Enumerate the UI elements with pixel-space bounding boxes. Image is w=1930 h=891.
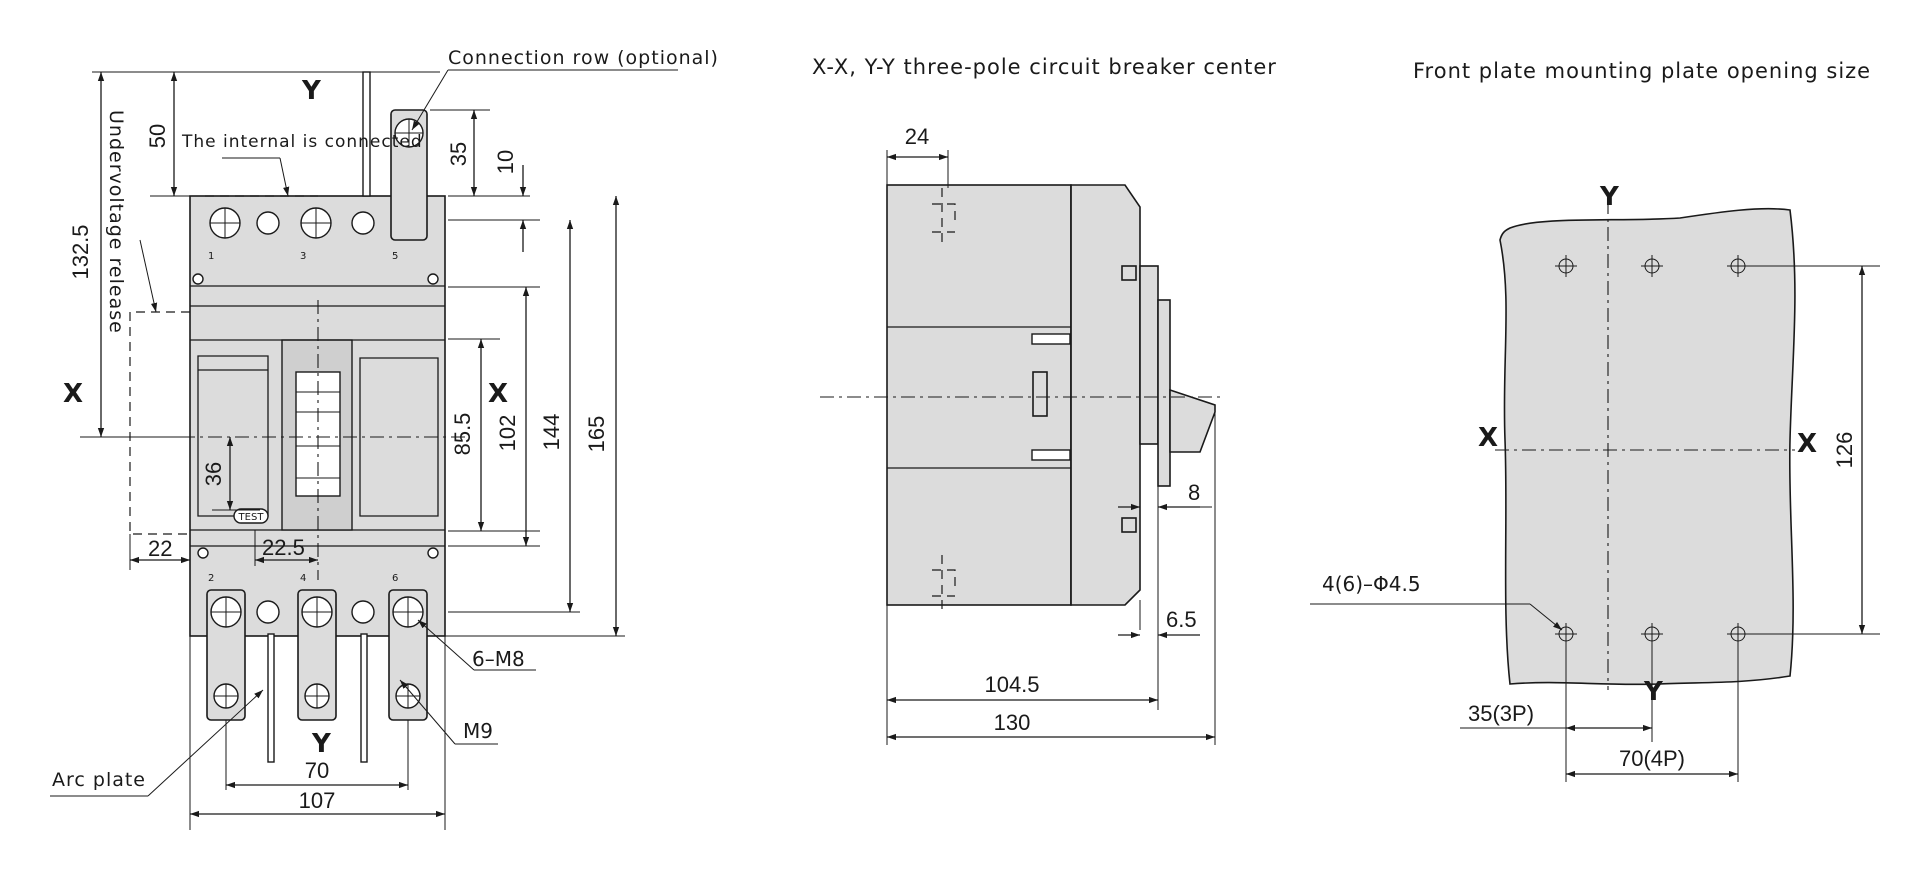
- dim-24: 24: [905, 124, 929, 149]
- title-panel-cutout: Front plate mounting plate opening size: [1413, 59, 1871, 83]
- callout-internal-connected: The internal is connected: [181, 132, 423, 152]
- top-terminals: [209, 71, 428, 241]
- dim-70-4p: 70(4P): [1619, 746, 1685, 771]
- axis-y-label: Y: [1599, 182, 1620, 212]
- mounting-plate: [1499, 207, 1796, 686]
- dim-35: 35: [446, 142, 471, 166]
- callout-mounting-holes: 4(6)–Φ4.5: [1322, 572, 1421, 596]
- axis-y-label: Y: [311, 729, 332, 759]
- terminal-number: 6: [392, 573, 398, 584]
- callout-undervoltage-release: Undervoltage release: [105, 110, 127, 334]
- dim-22-5: 22.5: [262, 535, 305, 560]
- dim-132-5: 132.5: [68, 224, 93, 279]
- dim-144: 144: [539, 414, 564, 451]
- axis-y-label: Y: [301, 76, 322, 106]
- dim-107: 107: [299, 788, 336, 813]
- test-button-label: TEST: [238, 512, 265, 523]
- axis-x-label: X: [1797, 429, 1817, 459]
- dim-8: 8: [1188, 480, 1200, 505]
- dim-130: 130: [994, 710, 1031, 735]
- dim-10: 10: [493, 150, 518, 174]
- dim-104-5: 104.5: [984, 672, 1039, 697]
- axis-x-label: X: [63, 379, 83, 409]
- dim-22: 22: [148, 536, 172, 561]
- side-view: X-X, Y-Y three-pole circuit breaker cent…: [812, 55, 1277, 745]
- dim-102: 102: [495, 415, 520, 452]
- dim-126: 126: [1832, 432, 1857, 469]
- axis-x-label: X: [488, 379, 508, 409]
- terminal-number: 5: [392, 251, 398, 262]
- dim-70: 70: [305, 758, 329, 783]
- front-view: TEST 1 3 5 2 4 6 132.5: [50, 47, 719, 830]
- callout-arc-plate: Arc plate: [52, 769, 146, 791]
- test-button: [233, 508, 269, 524]
- mount-screw-icon: [192, 273, 204, 285]
- axis-x-label: X: [1478, 423, 1498, 453]
- terminal-number: 2: [208, 573, 214, 584]
- dim-35-3p: 35(3P): [1468, 701, 1534, 726]
- terminal-number: 1: [208, 251, 214, 262]
- callout-thread-m8: 6–M8: [472, 647, 525, 671]
- dim-6-5: 6.5: [1166, 607, 1197, 632]
- callout-thread-m9: M9: [463, 719, 493, 743]
- title-side-view: X-X, Y-Y three-pole circuit breaker cent…: [812, 55, 1277, 79]
- terminal-number: 3: [300, 251, 306, 262]
- terminal-number: 4: [300, 573, 306, 584]
- panel-cutout-view: Front plate mounting plate opening size …: [1310, 59, 1880, 782]
- bottom-terminals: [206, 589, 428, 763]
- axis-y-label: Y: [1643, 677, 1664, 707]
- callout-connection-row: Connection row (optional): [448, 47, 719, 69]
- dim-36: 36: [201, 462, 226, 486]
- dim-85-5: 85.5: [450, 413, 475, 456]
- dim-50: 50: [145, 124, 170, 148]
- dim-165: 165: [584, 416, 609, 453]
